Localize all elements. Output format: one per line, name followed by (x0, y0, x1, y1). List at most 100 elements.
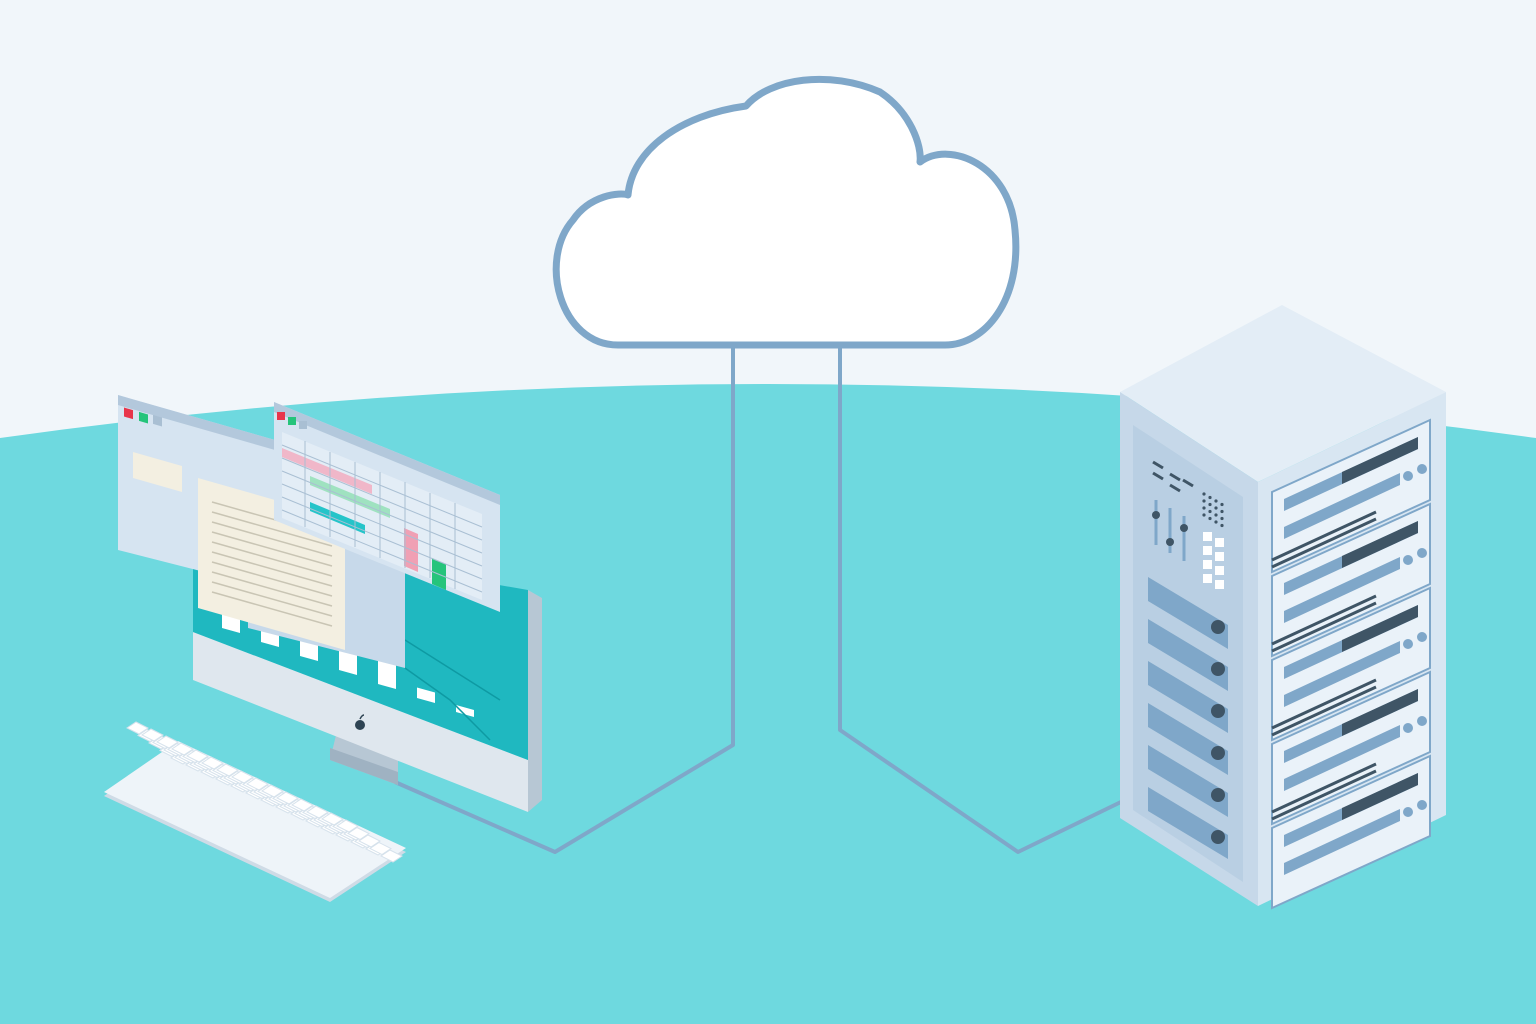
screen-bar (456, 705, 474, 717)
rack-divider-stripes (1271, 762, 1377, 821)
keyboard-key (321, 812, 344, 826)
screen-bar (417, 687, 435, 703)
sheet-close-button (277, 412, 285, 420)
drive-led (1211, 662, 1225, 676)
keyboard-key (380, 849, 403, 863)
rack-led (1417, 632, 1427, 642)
vent-dot (1220, 502, 1224, 507)
sheet-minimize-button (299, 421, 307, 429)
rack-led (1403, 807, 1413, 817)
window-minimize-button (153, 414, 162, 427)
server-rack-icon (1120, 305, 1446, 910)
rack-led (1403, 639, 1413, 649)
window-close-button (124, 407, 133, 420)
server-side-units (1271, 418, 1431, 910)
keyboard-key (306, 805, 329, 819)
drive-bay (1148, 661, 1228, 733)
server-top (1120, 305, 1446, 482)
window-maximize-button (139, 411, 148, 424)
vent-dot (1214, 513, 1218, 517)
apple-logo-icon (355, 714, 365, 730)
rack-led (1417, 716, 1427, 726)
keyboard-key (369, 841, 392, 856)
server-controls (1152, 460, 1224, 589)
network-cables (394, 345, 1126, 854)
keyboard-key (261, 784, 284, 798)
rack-unit-slot-dark (1342, 773, 1418, 820)
keyboard-icon (104, 721, 406, 902)
rack-unit-slot (1284, 725, 1400, 791)
vent-dot (1202, 499, 1206, 503)
rack-led (1403, 471, 1413, 481)
server-buttons (1203, 532, 1224, 589)
desktop-computer-icon (118, 395, 542, 812)
server-drive-bays (1148, 577, 1228, 859)
server-vent-grid (1202, 492, 1224, 528)
monitor-side (528, 590, 542, 812)
rack-divider-stripes (1271, 510, 1377, 569)
vent-dot (1202, 506, 1206, 510)
rack-led (1417, 464, 1427, 474)
rack-led (1417, 800, 1427, 810)
cable-to-server (838, 345, 1126, 854)
rack-unit-slot-dark (1342, 605, 1418, 652)
vent-dot (1214, 499, 1218, 503)
keyboard-key (186, 749, 209, 763)
drive-led (1211, 788, 1225, 802)
document-lines (211, 501, 333, 627)
drive-bay (1148, 703, 1228, 775)
app-window-spreadsheet (274, 402, 500, 612)
drive-led (1211, 746, 1225, 760)
vent-dot (1208, 502, 1212, 507)
keyboard-key (156, 735, 179, 749)
screen-line-chart (404, 639, 501, 741)
keyboard-key (336, 819, 359, 833)
vent-dot (1220, 509, 1224, 514)
drive-bay (1148, 619, 1228, 691)
rack-unit-slot-dark (1342, 521, 1418, 568)
rack-unit-slot (1284, 641, 1400, 707)
vent-dot (1220, 516, 1224, 521)
form-field (133, 452, 182, 492)
keyboard-key (231, 770, 254, 784)
rack-divider-stripes (1271, 678, 1377, 737)
drive-bay (1148, 787, 1228, 859)
rack-unit-slot (1284, 809, 1400, 875)
cable-to-desktop (394, 345, 735, 854)
rack-divider-stripes (1271, 594, 1377, 653)
rack-led (1403, 723, 1413, 733)
vent-dot (1214, 520, 1218, 524)
vent-dot (1220, 523, 1224, 528)
keyboard-key (358, 834, 381, 848)
sheet-maximize-button (288, 417, 296, 425)
vent-dot (1214, 506, 1218, 510)
keyboard-key (126, 721, 149, 735)
keyboard-key (216, 763, 239, 777)
drive-bay (1148, 577, 1228, 649)
vent-dot (1208, 495, 1212, 500)
rack-unit-slot-dark (1342, 689, 1418, 736)
vent-dot (1208, 516, 1212, 521)
rack-led (1403, 555, 1413, 565)
vent-dot (1208, 509, 1212, 514)
rack-unit-slot (1284, 557, 1400, 623)
vent-dot (1202, 492, 1206, 496)
keyboard-key (246, 777, 269, 791)
rack-unit-slot (1284, 473, 1400, 539)
keyboard-key (347, 826, 370, 841)
drive-led (1211, 620, 1225, 634)
drive-led (1211, 830, 1225, 844)
spreadsheet-grid (281, 432, 483, 600)
rack-unit-slot-dark (1342, 437, 1418, 484)
drive-led (1211, 704, 1225, 718)
keyboard-key (171, 742, 194, 756)
rack-led (1417, 548, 1427, 558)
keyboard-key (291, 798, 314, 812)
keyboard-keys (126, 721, 403, 863)
drive-bay (1148, 745, 1228, 817)
keyboard-key (141, 728, 164, 742)
vent-dot (1202, 513, 1206, 517)
cloud-icon (552, 75, 1020, 349)
keyboard-key (276, 791, 299, 805)
